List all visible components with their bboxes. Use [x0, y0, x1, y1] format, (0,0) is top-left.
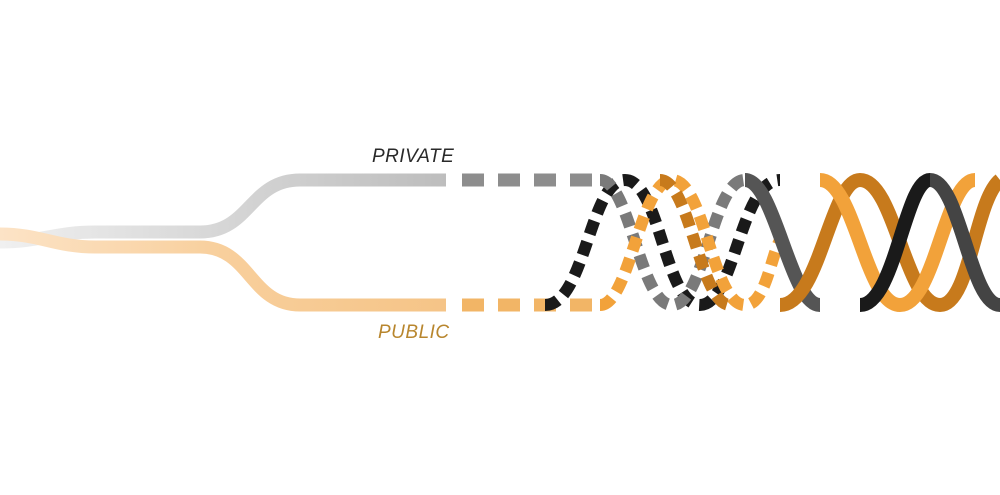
dashed-helix-strand-orange-dark: [658, 174, 732, 311]
helix-strand-gray: [743, 173, 822, 312]
solid-helix: [743, 172, 1000, 313]
dashed-helix: [543, 173, 786, 312]
helix-strand-dark-gray: [928, 173, 1000, 312]
private-strand: [0, 173, 446, 249]
public-label: PUBLIC: [378, 322, 450, 343]
dashed-helix-strand-black: [543, 173, 782, 312]
helix-strand-black: [858, 173, 933, 312]
public-strand: [0, 227, 446, 312]
dashed-helix-strand-orange: [598, 173, 786, 312]
private-label: PRIVATE: [372, 146, 455, 167]
